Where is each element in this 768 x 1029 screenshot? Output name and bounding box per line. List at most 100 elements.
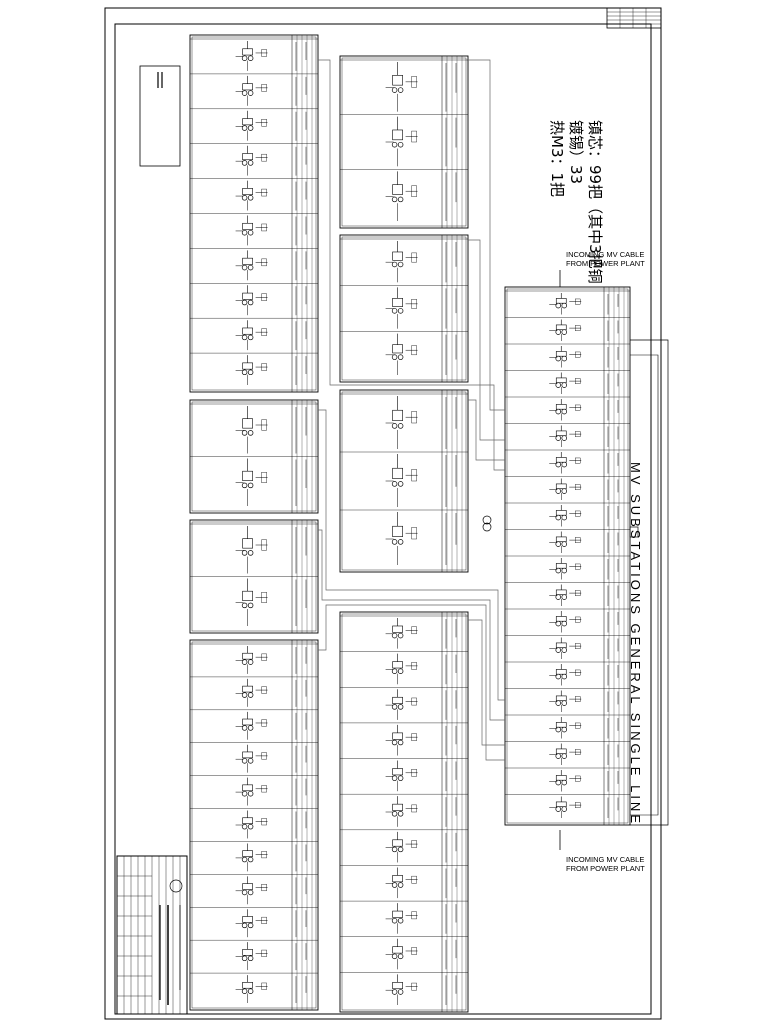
panel-mid-1-relay bbox=[411, 185, 417, 197]
panel-main-mv-relay bbox=[575, 510, 581, 517]
panel-main-mv-ct bbox=[555, 329, 561, 335]
panel-mid-4-relay bbox=[411, 911, 417, 920]
panel-mid-4-ct bbox=[397, 953, 404, 960]
panel-left-mid1-ct bbox=[247, 430, 254, 436]
panel-left-bottom-inner bbox=[191, 641, 317, 1009]
panel-left-mid2-relay bbox=[261, 539, 267, 551]
panel-main-mv-relay bbox=[575, 643, 581, 649]
panel-mid-4-relay bbox=[411, 733, 417, 741]
panel-mid-3-relay bbox=[411, 527, 417, 540]
panel-main-mv-ct bbox=[561, 302, 567, 309]
panel-mid-3-breaker bbox=[392, 467, 403, 479]
panel-mid-4-breaker bbox=[392, 839, 403, 847]
incoming-cable-label-top: INCOMING MV CABLE FROM POWER PLANT bbox=[566, 250, 645, 268]
panel-mid-4-ct bbox=[391, 775, 398, 781]
panel-main-mv-relay bbox=[575, 590, 581, 596]
incoming-top-line-2: FROM POWER PLANT bbox=[566, 259, 645, 268]
panel-left-top-ct bbox=[247, 299, 254, 306]
interconnect-cable-2 bbox=[468, 239, 505, 441]
panel-left-top-breaker bbox=[242, 362, 253, 370]
outer-border bbox=[104, 7, 662, 1020]
interconnect-cable-6 bbox=[318, 529, 505, 721]
panel-main-mv-ct bbox=[561, 700, 567, 706]
panel-mid-4-ct bbox=[397, 704, 404, 710]
panel-mid-4-breaker bbox=[392, 696, 403, 704]
panel-main-mv-breaker bbox=[555, 377, 567, 383]
panel-main-mv-ct bbox=[555, 647, 561, 653]
panel-main-mv-breaker bbox=[555, 510, 567, 516]
panel-mid-3-ct bbox=[391, 539, 398, 545]
panel-main-mv-relay bbox=[575, 351, 581, 358]
panel-mid-4-relay bbox=[411, 982, 417, 991]
panel-main-mv-relay bbox=[575, 802, 581, 808]
inner-border bbox=[114, 23, 652, 1015]
panel-main-mv-breaker bbox=[555, 536, 567, 542]
panel-main-mv-ct bbox=[555, 461, 561, 468]
panel-left-bottom-relay bbox=[261, 686, 267, 694]
panel-left-bottom-ct bbox=[241, 988, 248, 994]
panel-main-mv-ct bbox=[561, 753, 567, 759]
panel-mid-2-ct bbox=[397, 354, 404, 360]
panel-left-mid1-ct bbox=[241, 482, 248, 489]
panel-main-mv-ct bbox=[555, 302, 561, 309]
panel-main-mv-breaker bbox=[555, 324, 567, 330]
panel-main-mv-breaker bbox=[555, 748, 567, 754]
panel-mid-4-relay bbox=[411, 626, 417, 635]
panel-mid-2-breaker bbox=[392, 251, 403, 261]
panel-mid-2-ct bbox=[391, 261, 398, 268]
panel-mid-4-ct bbox=[397, 775, 404, 781]
panel-mid-2-breaker bbox=[392, 344, 403, 354]
panel-main-mv-ct bbox=[561, 461, 567, 468]
panel-main-mv-ct bbox=[555, 488, 561, 494]
panel-left-bottom-breaker bbox=[242, 916, 253, 923]
panel-left-top-ct bbox=[241, 264, 248, 271]
panel-mid-3-breaker bbox=[392, 525, 403, 537]
panel-mid-4-breaker bbox=[392, 982, 403, 990]
panel-main-mv-ct bbox=[561, 673, 567, 680]
panel-main-mv-ct bbox=[555, 700, 561, 706]
panel-left-bottom-ct bbox=[247, 922, 254, 929]
panel-left-top-ct bbox=[247, 160, 254, 166]
panel-main-mv-breaker bbox=[555, 616, 567, 622]
panel-left-top-breaker bbox=[242, 292, 253, 300]
incoming-bottom-line-1: INCOMING MV CABLE bbox=[566, 855, 645, 864]
panel-main-mv-breaker bbox=[555, 642, 567, 648]
panel-mid-4-breaker bbox=[392, 768, 403, 776]
panel-left-mid1-breaker bbox=[242, 470, 253, 481]
company-logo-icon bbox=[169, 879, 183, 893]
panel-mid-4-ct bbox=[397, 668, 404, 674]
panel-mid-4-ct bbox=[391, 917, 398, 924]
panel-main-mv-ct bbox=[555, 726, 561, 733]
panel-main-mv-ct bbox=[561, 408, 567, 415]
panel-main-mv-breaker bbox=[555, 722, 567, 728]
panel-left-bottom-relay bbox=[261, 752, 267, 760]
panel-mid-3-relay bbox=[411, 411, 417, 424]
panel-left-top-breaker bbox=[242, 83, 253, 91]
panel-left-bottom-ct bbox=[247, 790, 254, 797]
panel-mid-1-ct bbox=[397, 196, 404, 203]
panel-left-bottom-breaker bbox=[242, 652, 253, 660]
panel-mid-4-ct bbox=[391, 811, 398, 817]
interconnect-cable-4 bbox=[318, 59, 505, 471]
panel-left-top-relay bbox=[261, 119, 267, 127]
panel-mid-3 bbox=[339, 389, 469, 573]
panel-left-mid2-breaker bbox=[242, 590, 253, 601]
panel-left-top-breaker bbox=[242, 118, 253, 126]
panel-left-mid1-relay bbox=[261, 472, 267, 483]
panel-main-mv-relay bbox=[575, 484, 581, 490]
panel-left-bottom bbox=[189, 639, 319, 1011]
interconnect-cable-1 bbox=[468, 59, 505, 411]
panel-left-bottom-relay bbox=[261, 884, 267, 892]
diagram-title: MV SUBSTATIONS GENERAL SINGLE LINE bbox=[628, 462, 643, 826]
panel-left-top-relay bbox=[261, 363, 267, 371]
panel-mid-4-ct bbox=[397, 917, 404, 924]
panel-left-bottom-relay bbox=[261, 818, 267, 826]
panel-mid-3-relay bbox=[411, 469, 417, 482]
panel-left-mid1-ct bbox=[241, 430, 248, 436]
panel-left-top-breaker bbox=[242, 222, 253, 230]
panel-left-bottom-breaker bbox=[242, 949, 253, 956]
panel-mid-2-relay bbox=[411, 345, 417, 356]
panel-mid-1-breaker bbox=[392, 129, 403, 141]
panel-left-top-ct bbox=[247, 369, 254, 376]
